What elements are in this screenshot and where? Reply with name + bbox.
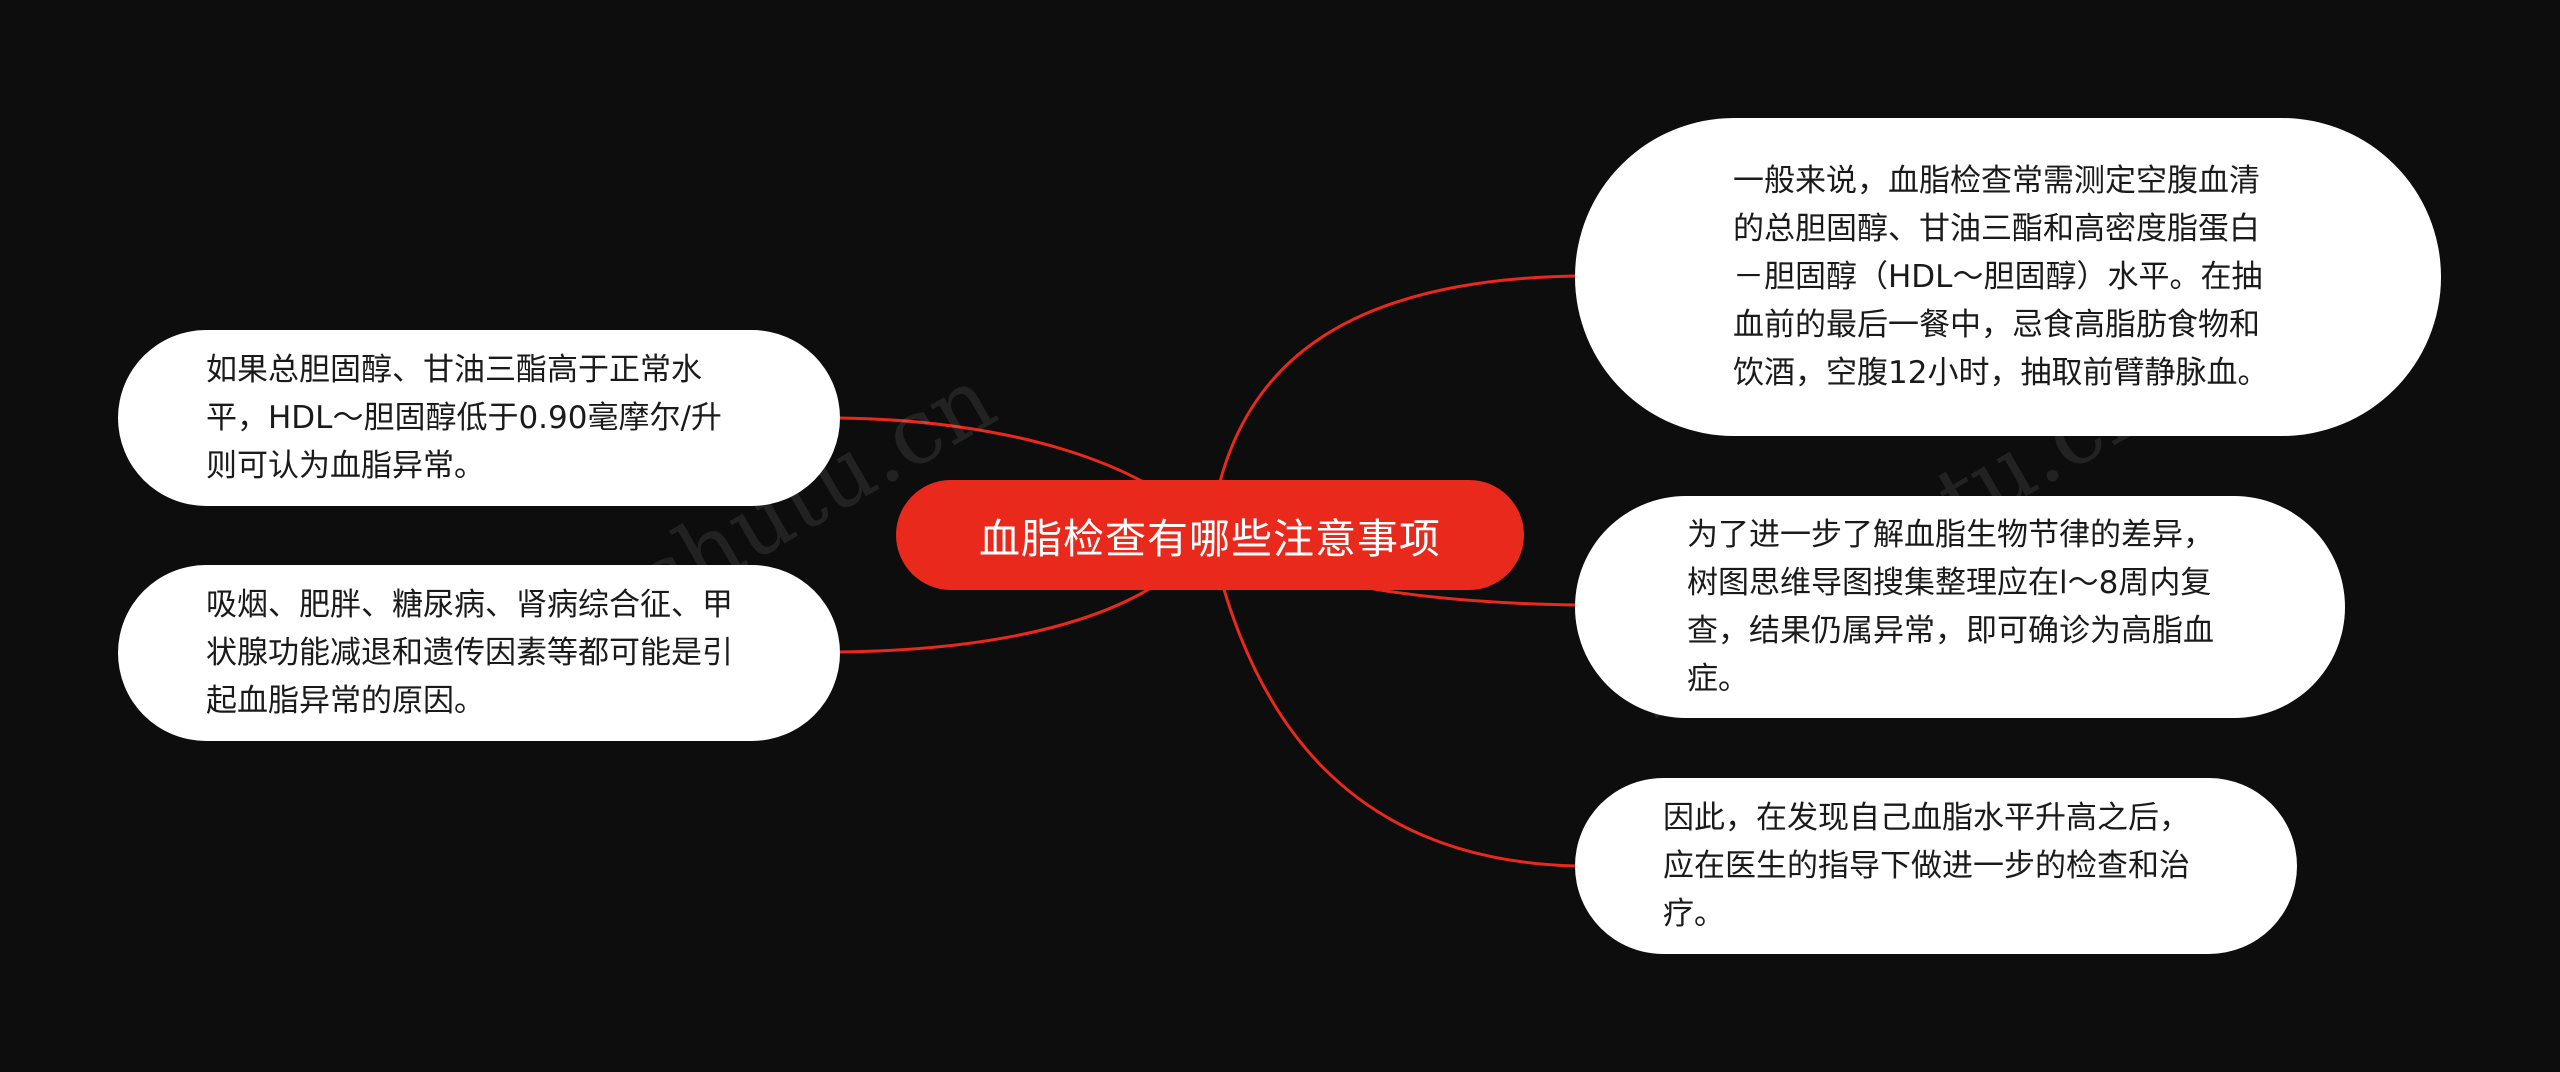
central-topic-label: 血脂检查有哪些注意事项: [979, 515, 1441, 563]
branch-node-left-2[interactable]: 吸烟、肥胖、糖尿病、肾病综合征、甲状腺功能减退和遗传因素等都可能是引起血脂异常的…: [118, 565, 840, 741]
connector-right-3: [1208, 534, 1576, 868]
branch-node-text: 为了进一步了解血脂生物节律的差异，树图思维导图搜集整理应在l～8周内复查，结果仍…: [1687, 517, 2214, 697]
branch-node-text: 吸烟、肥胖、糖尿病、肾病综合征、甲状腺功能减退和遗传因素等都可能是引起血脂异常的…: [206, 587, 733, 719]
branch-node-right-1[interactable]: 一般来说，血脂检查常需测定空腹血清的总胆固醇、甘油三酯和高密度脂蛋白－胆固醇（H…: [1575, 118, 2441, 436]
central-topic-node[interactable]: 血脂检查有哪些注意事项: [896, 480, 1524, 590]
branch-node-left-1[interactable]: 如果总胆固醇、甘油三酯高于正常水平，HDL～胆固醇低于0.90毫摩尔/升则可认为…: [118, 330, 840, 506]
branch-node-right-2[interactable]: 为了进一步了解血脂生物节律的差异，树图思维导图搜集整理应在l～8周内复查，结果仍…: [1575, 496, 2345, 718]
branch-node-text: 因此，在发现自己血脂水平升高之后，应在医生的指导下做进一步的检查和治疗。: [1663, 800, 2190, 932]
branch-node-right-3[interactable]: 因此，在发现自己血脂水平升高之后，应在医生的指导下做进一步的检查和治疗。: [1575, 778, 2297, 954]
branch-node-text: 一般来说，血脂检查常需测定空腹血清的总胆固醇、甘油三酯和高密度脂蛋白－胆固醇（H…: [1733, 163, 2269, 391]
branch-node-text: 如果总胆固醇、甘油三酯高于正常水平，HDL～胆固醇低于0.90毫摩尔/升则可认为…: [206, 352, 722, 484]
connector-right-1: [1208, 274, 1576, 536]
